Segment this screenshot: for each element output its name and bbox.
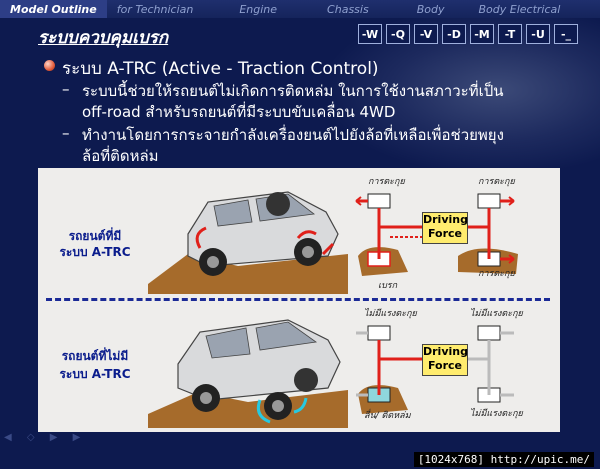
top-label-bl: เบรก bbox=[378, 281, 398, 291]
top-label-tr: การตะกุย bbox=[478, 177, 515, 187]
credit-text: [1024x768] http://upic.me/ bbox=[413, 452, 594, 467]
bullet-icon bbox=[44, 60, 55, 71]
bottom-label-line-1: รถยนต์ที่ไม่มี bbox=[61, 349, 129, 363]
menu-item-chassis[interactable]: Chassis bbox=[327, 3, 369, 16]
page-title: ระบบควบคุมเบรก bbox=[38, 28, 169, 48]
menu-item-model-outline[interactable]: Model Outline bbox=[0, 0, 107, 18]
nav-buttons: -W -Q -V -D -M -T -U -_ bbox=[358, 24, 578, 44]
bottom-label-bl: ลื่น/ ติดหล่ม bbox=[364, 411, 411, 421]
dash-icon: – bbox=[62, 124, 70, 142]
menu-bar: Model Outline for Technician Engine Chas… bbox=[0, 0, 600, 18]
nav-button-underscore[interactable]: -_ bbox=[554, 24, 578, 44]
point-1-line-1: ระบบนี้ช่วยให้รถยนต์ไม่เกิดการติดหล่ม ใน… bbox=[82, 82, 504, 100]
slide-nav-icons[interactable]: ◀ ◇ ▶ ▶ bbox=[4, 432, 87, 443]
top-force-line-2: Force bbox=[427, 227, 463, 240]
menu-item-body-electrical[interactable]: Body Electrical bbox=[478, 3, 561, 16]
nav-button-m[interactable]: -M bbox=[470, 24, 494, 44]
top-label-line-2: ระบบ A-TRC bbox=[59, 245, 131, 259]
top-driving-force-box: Driving Force bbox=[422, 212, 468, 244]
diagram-panel: รถยนต์ที่มี ระบบ A-TRC bbox=[38, 168, 560, 432]
bottom-label-br: ไม่มีแรงตะกุย bbox=[470, 409, 523, 419]
nav-button-d[interactable]: -D bbox=[442, 24, 466, 44]
bullet-heading: ระบบ A-TRC (Active - Traction Control) bbox=[62, 59, 379, 79]
car-with-atrc-illustration bbox=[148, 191, 348, 294]
bottom-label-tl: ไม่มีแรงตะกุย bbox=[364, 309, 417, 319]
bottom-force-line-2: Force bbox=[427, 359, 463, 372]
nav-button-u[interactable]: -U bbox=[526, 24, 550, 44]
top-label-line-1: รถยนต์ที่มี bbox=[68, 229, 122, 243]
top-wheel-diagram bbox=[355, 193, 518, 276]
point-2-line-2: ล้อที่ติดหล่ม bbox=[82, 147, 159, 165]
bottom-label-tr: ไม่มีแรงตะกุย bbox=[470, 309, 523, 319]
menu-item-for-technician[interactable]: for Technician bbox=[116, 3, 194, 16]
top-label-br: การตะกุย bbox=[478, 269, 515, 279]
point-1-line-2: off-road สำหรับรถยนต์ที่มีระบบขับเคลื่อน… bbox=[82, 103, 396, 121]
nav-button-q[interactable]: -Q bbox=[386, 24, 410, 44]
bottom-label-line-2: ระบบ A-TRC bbox=[59, 367, 131, 381]
menu-item-body[interactable]: Body bbox=[416, 3, 445, 16]
nav-button-t[interactable]: -T bbox=[498, 24, 522, 44]
section-divider bbox=[46, 298, 550, 301]
point-2-line-1: ทำงานโดยการกระจายกำลังเครื่องยนต์ไปยังล้… bbox=[82, 126, 504, 144]
dash-icon: – bbox=[62, 80, 70, 98]
nav-button-v[interactable]: -V bbox=[414, 24, 438, 44]
car-without-atrc-illustration bbox=[148, 319, 348, 428]
bottom-force-line-1: Driving bbox=[423, 345, 468, 358]
nav-button-w[interactable]: -W bbox=[358, 24, 382, 44]
top-label-tl: การตะกุย bbox=[368, 177, 405, 187]
top-force-line-1: Driving bbox=[423, 213, 468, 226]
menu-item-engine[interactable]: Engine bbox=[239, 3, 278, 16]
bottom-driving-force-box: Driving Force bbox=[422, 344, 468, 376]
